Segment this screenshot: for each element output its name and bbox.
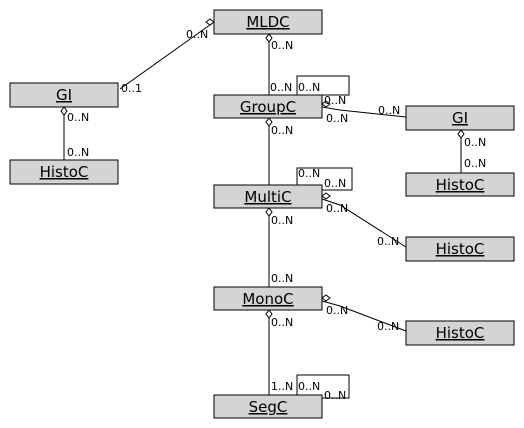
class-mldc[interactable]: MLDC — [213, 9, 323, 35]
class-groupc[interactable]: GroupC — [213, 94, 323, 119]
diamond-groupc-bottom — [265, 117, 273, 127]
edge-multic-histoc — [321, 198, 407, 248]
class-histoc-multic-label: HistoC — [436, 240, 485, 258]
class-gi-left[interactable]: GI — [9, 82, 119, 108]
edge-monoc-histoc — [321, 300, 407, 332]
edge-multic-self — [296, 167, 353, 191]
diamond-multic-bottom — [265, 207, 273, 217]
edge-mldc-gi — [119, 21, 215, 90]
mult-gi-left-histoc-a: 0..N — [67, 111, 89, 124]
mult-monoc-histoc-far: 0..N — [377, 320, 399, 333]
class-segc-label: SegC — [249, 398, 288, 416]
class-histoc-monoc-label: HistoC — [436, 324, 485, 342]
class-gi-right-label: GI — [452, 109, 468, 127]
mult-multic-self-b: 0..N — [324, 177, 346, 190]
mult-gi-right-histoc-b: 0..N — [464, 157, 486, 170]
mult-multic-monoc-near: 0..N — [271, 214, 293, 227]
aggregation-diamonds — [60, 18, 465, 319]
mult-multic-histoc-far: 0..N — [377, 235, 399, 248]
mult-groupc-gi-far: 0..N — [378, 104, 400, 117]
mult-segc-self-b: 0..N — [298, 380, 320, 393]
class-histoc-multic[interactable]: HistoC — [405, 236, 515, 262]
diamond-gi-left-bottom — [60, 106, 68, 116]
class-multic[interactable]: MultiC — [213, 184, 323, 209]
mult-groupc-self-a: 0..N — [270, 81, 292, 94]
diamond-gi-right-bottom — [457, 129, 465, 139]
mult-multic-histoc-near: 0..N — [326, 202, 348, 215]
class-histoc-left[interactable]: HistoC — [9, 159, 119, 185]
mult-multic-self-a: 0..N — [298, 167, 320, 180]
edge-groupc-self — [296, 75, 350, 96]
class-histoc-gi-right[interactable]: HistoC — [405, 172, 515, 197]
class-mldc-label: MLDC — [246, 13, 289, 31]
mult-groupc-multic: 0..N — [271, 124, 293, 137]
class-segc[interactable]: SegC — [213, 394, 323, 419]
mult-mldc-gi-at-gi: 0..1 — [121, 82, 142, 95]
multiplicity-labels: 0..N 0..1 0..N 0..N 0..N 0..N 0..N 0..N … — [67, 28, 486, 402]
edge-segc-self — [296, 374, 350, 399]
class-gi-left-label: GI — [56, 86, 72, 104]
mult-gi-left-histoc-b: 0..N — [67, 146, 89, 159]
class-multic-label: MultiC — [244, 188, 291, 206]
mult-segc-self-c: 0..N — [324, 389, 346, 402]
mult-gi-right-histoc-a: 0..N — [464, 136, 486, 149]
edge-groupc-gi — [321, 106, 407, 118]
mult-groupc-self-b: 0..N — [298, 81, 320, 94]
class-gi-right[interactable]: GI — [405, 105, 515, 131]
diamond-multic-right — [321, 192, 331, 200]
mult-segc-self-a: 1..N — [271, 380, 293, 393]
mult-groupc-gi-near: 0..N — [326, 112, 348, 125]
class-groupc-label: GroupC — [240, 98, 296, 116]
class-histoc-gi-right-label: HistoC — [436, 176, 485, 194]
association-lines — [63, 21, 462, 399]
class-boxes: MLDC GI HistoC GroupC GI HistoC MultiC — [9, 9, 515, 419]
mult-monoc-segc: 0..N — [271, 316, 293, 329]
diamond-monoc-right — [321, 294, 331, 302]
class-monoc-label: MonoC — [242, 290, 293, 308]
mult-multic-monoc-far: 0..N — [271, 272, 293, 285]
diamond-monoc-bottom — [265, 309, 273, 319]
class-monoc[interactable]: MonoC — [213, 286, 323, 311]
class-histoc-left-label: HistoC — [40, 163, 89, 181]
diamond-mldc-left — [205, 18, 215, 26]
mult-mldc-gi-at-mldc: 0..N — [186, 28, 208, 41]
mult-mldc-groupc: 0..N — [271, 39, 293, 52]
mult-groupc-self-c: 0..N — [324, 94, 346, 107]
diamond-groupc-right — [321, 100, 331, 108]
class-histoc-monoc[interactable]: HistoC — [405, 320, 515, 346]
diamond-mldc-bottom — [265, 33, 273, 43]
mult-monoc-histoc-near: 0..N — [326, 304, 348, 317]
